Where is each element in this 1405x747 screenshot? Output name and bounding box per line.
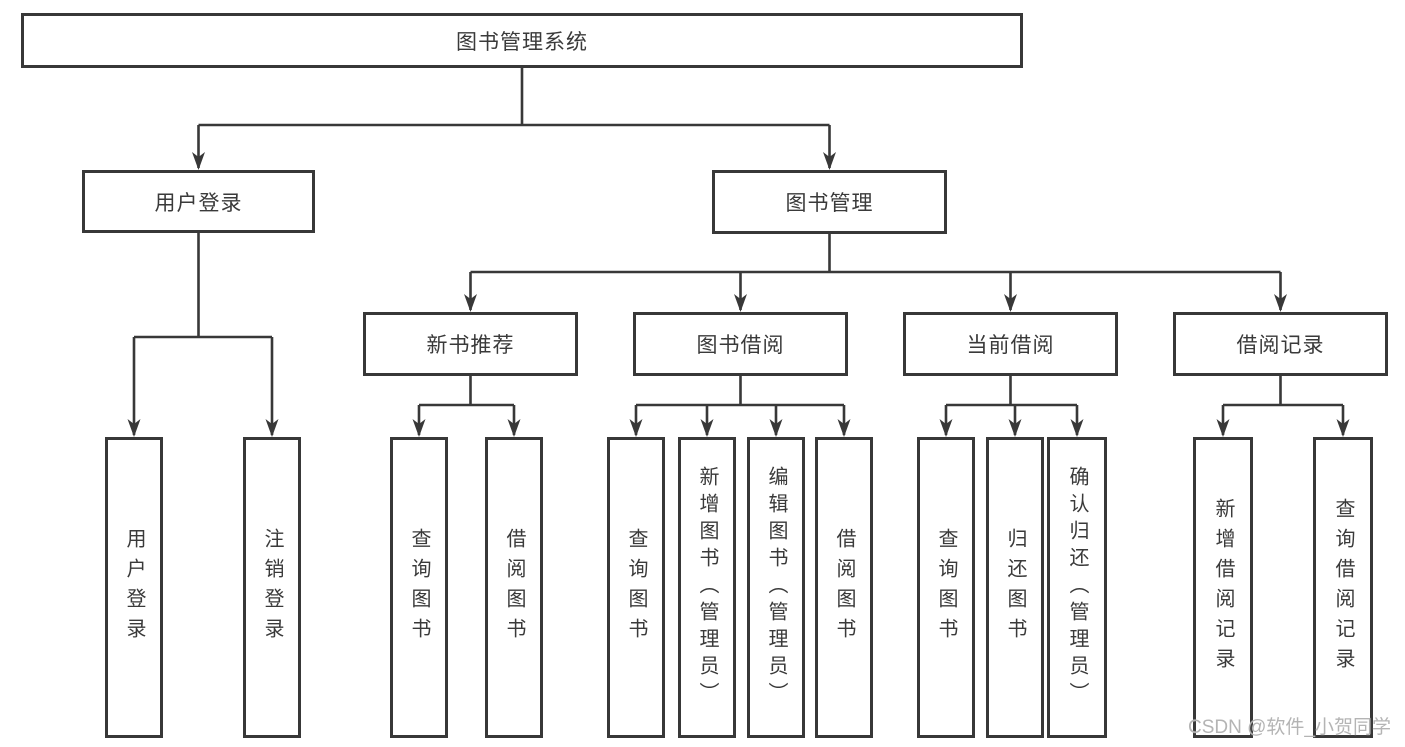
arrow-icon xyxy=(127,419,141,437)
leaf-return-books: 归还图书 xyxy=(986,437,1044,738)
arrow-icon xyxy=(265,419,279,437)
arrow-icon xyxy=(823,152,836,170)
arrow-icon xyxy=(412,419,426,437)
connector-mgmt-split xyxy=(469,233,1282,310)
arrow-icon xyxy=(629,419,643,437)
leaf-logout: 注销登录 xyxy=(243,437,301,738)
node-label: 新书推荐 xyxy=(426,334,515,357)
leaf-add-borrow-record: 新增借阅记录 xyxy=(1193,437,1253,738)
leaf-query-borrow-record: 查询借阅记录 xyxy=(1313,437,1373,738)
leaf-edit-books-admin: 编辑图书（管理员） xyxy=(747,437,805,738)
node-label: 注销登录 xyxy=(261,527,283,648)
connector-borrow-split xyxy=(634,375,846,435)
node-label: 查询借阅记录 xyxy=(1332,497,1354,678)
arrow-icon xyxy=(1336,419,1350,437)
connector-login-split xyxy=(132,232,274,435)
node-label: 用户登录 xyxy=(123,527,145,648)
arrow-icon xyxy=(1008,419,1022,437)
csdn-watermark: CSDN @软件_小贺同学 xyxy=(1188,717,1391,738)
node-current-borrow: 当前借阅 xyxy=(903,312,1118,376)
leaf-query-books-recommend: 查询图书 xyxy=(390,437,448,738)
node-label: 图书借阅 xyxy=(696,334,785,357)
arrow-icon xyxy=(769,419,783,437)
node-label: 借阅图书 xyxy=(503,527,525,648)
arrow-icon xyxy=(939,419,953,437)
connector-root-split xyxy=(198,67,831,168)
connector-recommend-split xyxy=(417,375,516,435)
node-book-borrow: 图书借阅 xyxy=(633,312,848,376)
node-label: 当前借阅 xyxy=(966,334,1055,357)
leaf-query-books-current: 查询图书 xyxy=(917,437,975,738)
node-label: 新增借阅记录 xyxy=(1212,497,1234,678)
leaf-user-login: 用户登录 xyxy=(105,437,163,738)
node-label: 确认归还（管理员） xyxy=(1066,466,1088,709)
node-label: 图书管理 xyxy=(785,192,874,215)
node-borrow-records: 借阅记录 xyxy=(1173,312,1388,376)
arrow-icon xyxy=(734,294,747,312)
arrow-icon xyxy=(837,419,851,437)
node-new-book-recommend: 新书推荐 xyxy=(363,312,578,376)
node-label: 查询图书 xyxy=(625,527,647,648)
node-book-management: 图书管理 xyxy=(712,170,947,234)
arrow-icon xyxy=(1004,294,1017,312)
node-label: 编辑图书（管理员） xyxy=(765,466,787,709)
connector-records-split xyxy=(1221,375,1345,435)
node-label: 借阅记录 xyxy=(1236,334,1325,357)
node-label: 查询图书 xyxy=(935,527,957,648)
node-label: 查询图书 xyxy=(408,527,430,648)
leaf-query-books-borrow: 查询图书 xyxy=(607,437,665,738)
node-label: 用户登录 xyxy=(154,191,243,215)
node-label: 图书管理系统 xyxy=(456,30,588,54)
arrow-icon xyxy=(700,419,714,437)
leaf-borrow-books-recommend: 借阅图书 xyxy=(485,437,543,738)
node-label: 归还图书 xyxy=(1004,527,1026,648)
arrow-icon xyxy=(507,419,521,437)
arrowheads xyxy=(127,152,1350,437)
node-label: 新增图书（管理员） xyxy=(696,466,718,709)
node-user-login-branch: 用户登录 xyxy=(82,170,315,233)
arrow-icon xyxy=(1070,419,1084,437)
node-root-system: 图书管理系统 xyxy=(21,13,1023,68)
leaf-add-books-admin: 新增图书（管理员） xyxy=(678,437,736,738)
arrow-icon xyxy=(192,152,205,170)
arrow-icon xyxy=(1274,294,1287,312)
leaf-confirm-return-admin: 确认归还（管理员） xyxy=(1047,437,1107,738)
connector-current-split xyxy=(944,375,1079,435)
arrow-icon xyxy=(1216,419,1230,437)
arrow-icon xyxy=(464,294,477,312)
leaf-borrow-books: 借阅图书 xyxy=(815,437,873,738)
node-label: 借阅图书 xyxy=(833,527,855,648)
